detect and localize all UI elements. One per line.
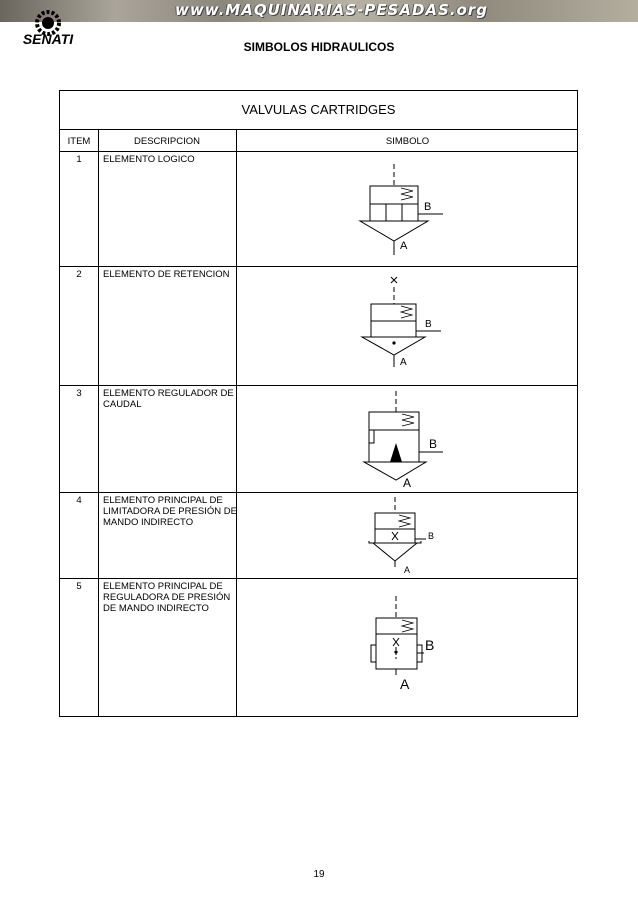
row-description: ELEMENTO REGULADOR DE CAUDAL [103, 388, 234, 410]
header-banner: www.MAQUINARIAS-PESADAS.org [0, 0, 638, 22]
row-description: ELEMENTO PRINCIPAL DE REGULADORA DE PRES… [103, 581, 231, 614]
table-divider [60, 151, 577, 152]
page-number: 19 [313, 869, 325, 880]
column-divider [98, 129, 99, 717]
check-element-symbol: B A [360, 276, 441, 368]
header-symbol: SIMBOLO [385, 136, 430, 147]
logo-text: SENATI [23, 31, 74, 47]
column-divider [236, 129, 237, 717]
port-b-label: B [425, 637, 434, 653]
header-description: DESCRIPCION [134, 136, 200, 147]
row-item-number: 4 [76, 495, 82, 506]
table-divider [60, 385, 577, 386]
flow-regulator-element-symbol: B A [362, 391, 443, 490]
banner-website-text: www.MAQUINARIAS-PESADAS.org [175, 1, 488, 19]
port-b-label: B [425, 319, 432, 330]
indirect-pressure-regulator-element-symbol: B A [370, 596, 434, 692]
indirect-pressure-limiter-element-symbol: B A [368, 497, 434, 575]
port-a-label: A [404, 565, 410, 575]
port-a-label: A [400, 676, 410, 692]
table-title: VALVULAS CARTRIDGES [241, 102, 396, 117]
row-description: ELEMENTO DE RETENCION [103, 269, 230, 280]
port-b-label: B [424, 201, 431, 213]
row-item-number: 2 [76, 269, 82, 280]
row-item-number: 5 [76, 581, 82, 592]
row-description: ELEMENTO LOGICO [103, 154, 195, 165]
port-b-label: B [428, 531, 434, 541]
valves-table: VALVULAS CARTRIDGES ITEM DESCRIPCION SIM… [59, 90, 578, 717]
port-a-label: A [400, 357, 407, 368]
port-a-label: A [400, 240, 408, 252]
logic-element-symbol: B A [358, 164, 443, 255]
port-b-label: B [429, 437, 437, 451]
row-item-number: 1 [76, 154, 82, 165]
document-title: SIMBOLOS HIDRAULICOS [243, 40, 395, 54]
senati-logo: SENATI [23, 10, 74, 47]
table-divider [60, 129, 577, 130]
table-divider [60, 266, 577, 267]
row-description: ELEMENTO PRINCIPAL DE LIMITADORA DE PRES… [103, 495, 237, 528]
table-divider [60, 578, 577, 579]
header-item: ITEM [67, 136, 91, 147]
table-divider [60, 492, 577, 493]
row-item-number: 3 [76, 388, 82, 399]
port-a-label: A [403, 476, 411, 490]
